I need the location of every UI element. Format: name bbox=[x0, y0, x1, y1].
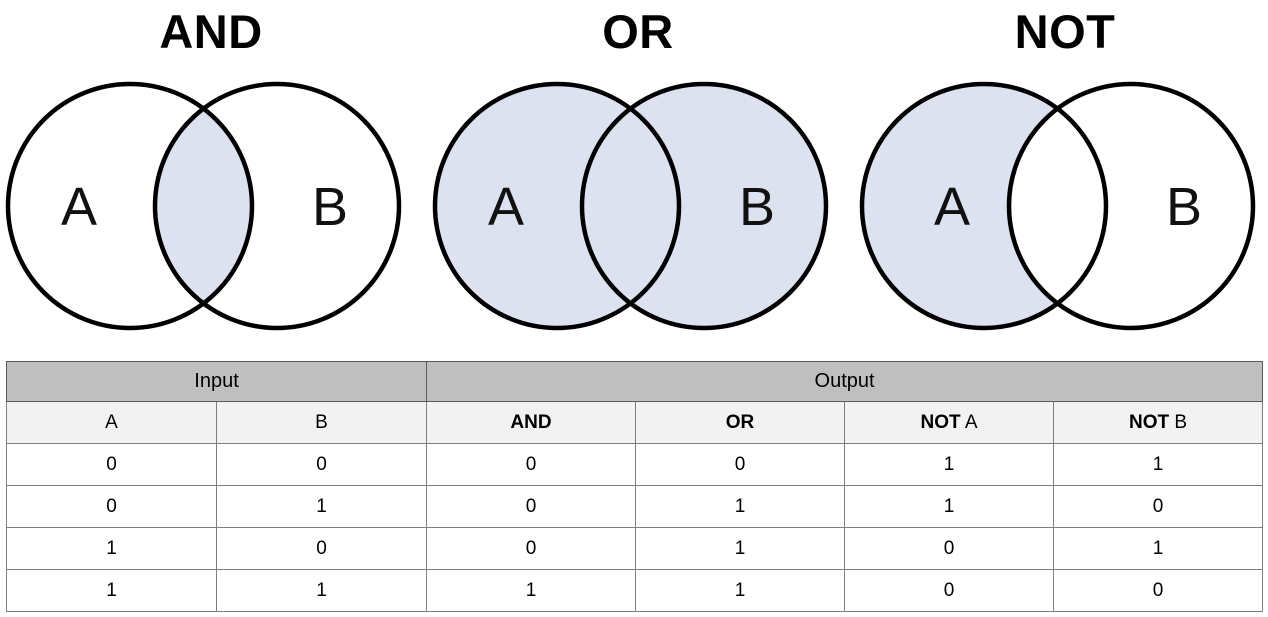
venn-label-a: A bbox=[488, 177, 524, 237]
table-row: 0 1 0 1 1 0 bbox=[6, 485, 1264, 528]
venn-label-a: A bbox=[61, 177, 97, 237]
table-row: 1 0 0 1 0 1 bbox=[6, 527, 1264, 570]
cell-b: 0 bbox=[215, 443, 428, 486]
cell-and: 0 bbox=[426, 485, 637, 528]
not-prefix: NOT bbox=[920, 411, 961, 433]
shaded-region-intersection bbox=[155, 84, 252, 328]
cell-b: 1 bbox=[215, 485, 428, 528]
venn-diagram-or: OR A B bbox=[427, 0, 849, 352]
venn-title-and: AND bbox=[159, 5, 263, 58]
table-row: 1 1 1 1 0 0 bbox=[6, 569, 1264, 612]
venn-svg-and: A B bbox=[5, 81, 402, 331]
table-column-header-row: A B AND OR NOT A NOT B bbox=[6, 401, 1264, 444]
shaded-region-union bbox=[435, 84, 826, 328]
column-header-b: B bbox=[215, 401, 428, 444]
cell-b: 0 bbox=[215, 527, 428, 570]
cell-and: 0 bbox=[426, 443, 637, 486]
circle-b-outline bbox=[579, 81, 829, 331]
not-argument: A bbox=[964, 411, 978, 433]
circle-a-outline bbox=[432, 81, 682, 331]
group-header-input: Input bbox=[5, 361, 428, 402]
table-row: 0 0 0 0 1 1 bbox=[6, 443, 1264, 486]
shaded-region-left-only bbox=[862, 84, 1106, 328]
circle-b-outline bbox=[152, 81, 402, 331]
cell-or: 0 bbox=[635, 443, 846, 486]
group-header-output: Output bbox=[426, 361, 1264, 402]
venn-title-not: NOT bbox=[1014, 5, 1116, 58]
cell-not-b: 1 bbox=[1053, 527, 1264, 570]
cell-a: 1 bbox=[6, 569, 217, 612]
table-group-header-row: Input Output bbox=[5, 361, 1264, 402]
column-header-and: AND bbox=[426, 401, 637, 444]
venn-title-or: OR bbox=[602, 5, 674, 58]
column-header-not-b: NOT B bbox=[1053, 401, 1264, 444]
venn-svg-not: A B bbox=[859, 81, 1256, 331]
not-prefix: NOT bbox=[1129, 411, 1170, 433]
cell-or: 1 bbox=[635, 485, 846, 528]
circle-a-outline bbox=[5, 81, 255, 331]
cell-or: 1 bbox=[635, 569, 846, 612]
cell-not-b: 0 bbox=[1053, 485, 1264, 528]
venn-svg-or: A B bbox=[432, 81, 829, 331]
venn-diagram-and: AND A B bbox=[0, 0, 422, 352]
cell-and: 0 bbox=[426, 527, 637, 570]
cell-or: 1 bbox=[635, 527, 846, 570]
circle-a-outline bbox=[859, 81, 1109, 331]
cell-a: 1 bbox=[6, 527, 217, 570]
not-argument: B bbox=[1174, 411, 1188, 433]
column-header-not-a: NOT A bbox=[844, 401, 1055, 444]
venn-diagram-row: AND A B OR A B bbox=[0, 0, 1268, 352]
cell-not-a: 1 bbox=[844, 485, 1055, 528]
cell-a: 0 bbox=[6, 443, 217, 486]
cell-not-a: 1 bbox=[844, 443, 1055, 486]
venn-label-b: B bbox=[739, 177, 775, 237]
venn-label-b: B bbox=[312, 177, 348, 237]
cell-not-b: 1 bbox=[1053, 443, 1264, 486]
column-header-a: A bbox=[6, 401, 217, 444]
cell-and: 1 bbox=[426, 569, 637, 612]
cell-not-a: 0 bbox=[844, 569, 1055, 612]
cell-a: 0 bbox=[6, 485, 217, 528]
cell-not-a: 0 bbox=[844, 527, 1055, 570]
venn-diagram-not: NOT A B bbox=[854, 0, 1268, 352]
cell-not-b: 0 bbox=[1053, 569, 1264, 612]
venn-label-b: B bbox=[1166, 177, 1202, 237]
venn-label-a: A bbox=[934, 177, 970, 237]
circle-b-outline bbox=[1006, 81, 1256, 331]
cell-b: 1 bbox=[215, 569, 428, 612]
truth-table: Input Output A B AND OR NOT A NOT B 0 0 … bbox=[5, 361, 1264, 612]
column-header-or: OR bbox=[635, 401, 846, 444]
